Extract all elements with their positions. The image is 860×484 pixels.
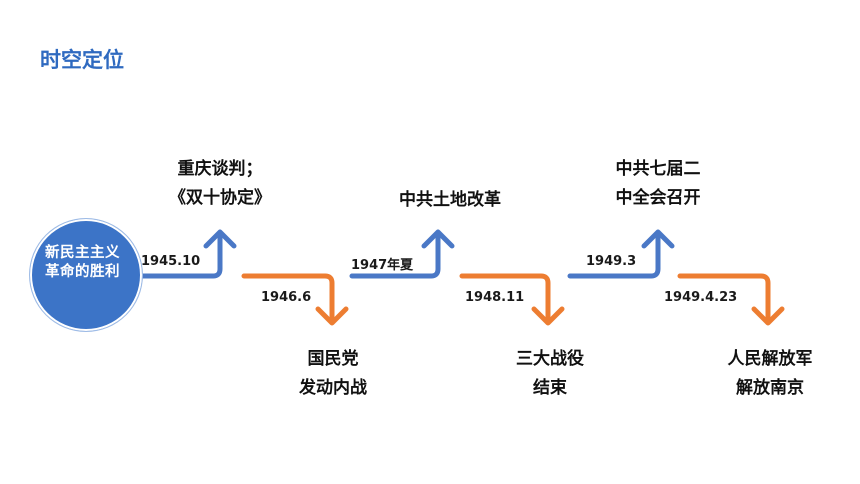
event-label-3: 中共土地改革 [370, 186, 530, 215]
date-label-2: 1946.6 [261, 290, 312, 305]
date-label-3: 1947年夏 [351, 258, 414, 273]
event-4-line-2: 结束 [533, 378, 567, 398]
event-2-line-2: 发动内战 [299, 378, 367, 398]
event-6-line-2: 解放南京 [736, 378, 804, 398]
arrow-up-3 [349, 229, 455, 279]
event-label-6: 人民解放军 解放南京 [700, 345, 840, 403]
start-circle [30, 219, 142, 331]
event-label-4: 三大战役 结束 [485, 345, 615, 403]
event-label-5: 中共七届二 中全会召开 [593, 155, 723, 213]
date-label-4: 1948.11 [465, 290, 525, 305]
arrow-up-5 [567, 229, 675, 279]
arrow-down-6 [677, 273, 785, 326]
event-2-line-1: 国民党 [307, 349, 359, 369]
date-label-1: 1945.10 [141, 254, 201, 269]
event-label-2: 国民党 发动内战 [268, 345, 398, 403]
date-label-6: 1949.4.23 [664, 290, 738, 305]
event-1-line-2: 《双十协定》 [169, 188, 271, 208]
page-title: 时空定位 [40, 48, 124, 72]
arrow-up-1 [133, 229, 237, 279]
event-label-1: 重庆谈判； 《双十协定》 [150, 155, 290, 213]
event-3-line-1: 中共土地改革 [399, 190, 501, 210]
arrow-down-4 [459, 273, 565, 326]
start-label: 新民主主义革命的胜利 [45, 245, 120, 280]
event-6-line-1: 人民解放军 [727, 349, 813, 369]
arrow-down-2 [241, 273, 349, 326]
date-label-5: 1949.3 [586, 254, 637, 269]
event-1-line-1: 重庆谈判； [177, 159, 263, 179]
event-5-line-1: 中共七届二 [615, 159, 701, 179]
event-5-line-2: 中全会召开 [615, 188, 701, 208]
event-4-line-1: 三大战役 [516, 349, 584, 369]
